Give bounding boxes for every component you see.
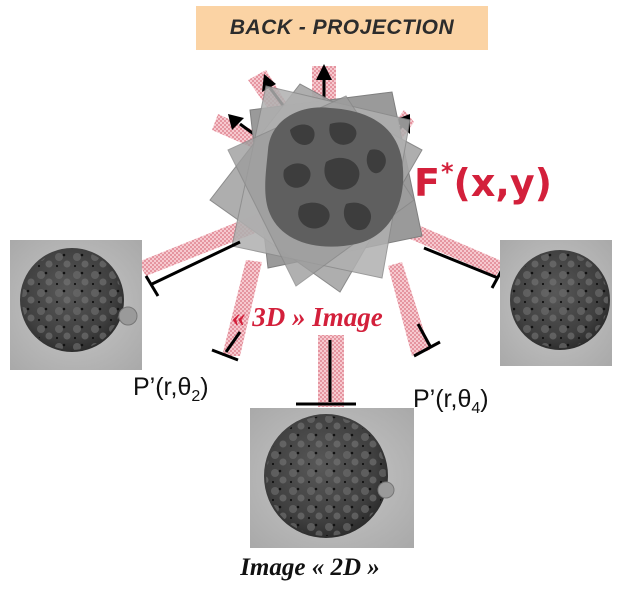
projection-label-theta2: P’(r,θ2) (133, 373, 209, 406)
arrow-top-head (316, 64, 332, 80)
projection-label-theta2-prefix: P’(r,θ (133, 373, 192, 401)
band-lower-right (388, 262, 430, 356)
bar-lower-left-cap (211, 348, 239, 362)
projection-label-theta4-prefix: P’(r,θ (413, 385, 472, 413)
image-3d-label: « 3D » Image (232, 302, 383, 332)
bar-left-line (151, 240, 241, 286)
bar-lower-right-line (416, 323, 432, 347)
bar-right-line (423, 246, 499, 280)
back-projection-title-box: BACK - PROJECTION (196, 6, 488, 50)
projection-label-theta4-suffix: ) (480, 385, 489, 413)
arrow-upper-left-head (228, 114, 244, 130)
back-projection-title: BACK - PROJECTION (229, 16, 455, 39)
projection-label-theta2-sub: 2 (191, 388, 201, 405)
micrograph-left (10, 240, 142, 370)
bar-left-cap (144, 275, 160, 297)
projection-label-theta2-suffix: ) (200, 373, 209, 401)
image-2d-label: Image « 2D » (240, 554, 380, 581)
bar-lower-left-line (224, 331, 242, 353)
projection-label-theta4-sub: 4 (471, 400, 481, 417)
reconstruction-stack (209, 83, 423, 293)
bar-lower-right-cap (413, 340, 441, 358)
reconstruction-label-args: (x,y) (453, 161, 552, 205)
reconstruction-label: F*(x,y) (414, 158, 552, 205)
reconstruction-label-star: * (440, 158, 454, 186)
projection-bars (144, 240, 506, 406)
projection-label-theta4: P’(r,θ4) (413, 385, 489, 418)
recon-patches (283, 122, 386, 231)
micrograph-bottom (250, 408, 414, 548)
band-lower-left (222, 260, 262, 356)
reconstruction-label-f: F (414, 161, 440, 205)
micrograph-right (500, 240, 612, 366)
